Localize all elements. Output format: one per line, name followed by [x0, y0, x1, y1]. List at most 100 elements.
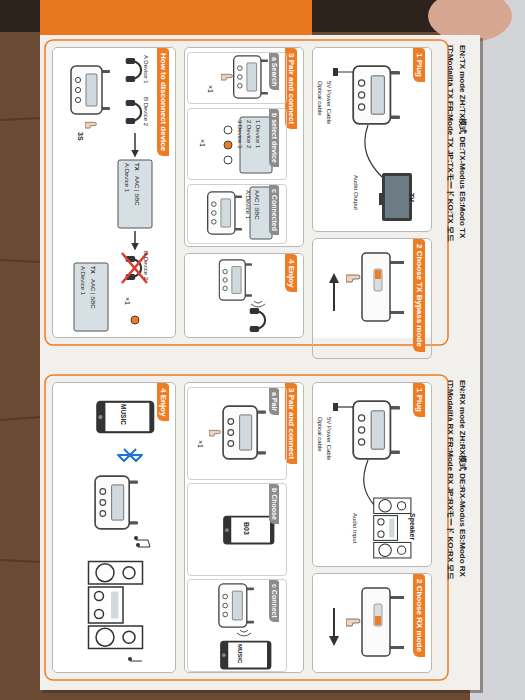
mode-heading: IT:Modalità RX FR:Mode RX JP:RXモード KO:RX… — [445, 380, 454, 580]
illustration-part — [126, 58, 141, 82]
step-heading: a Search — [269, 53, 279, 90]
step-panel: 3 Pair and connecta Searchb select devic… — [184, 47, 304, 247]
sub-step-panel: b Choose — [187, 483, 287, 576]
part-label: AAC | SBC — [253, 190, 260, 220]
illustration-part — [221, 74, 232, 80]
part-label: Optical cable — [316, 81, 323, 116]
step-heading: 2 Choose TX Bypass mode — [413, 239, 425, 352]
label-holder: EN:RX mode ZH:RX模式 DE:RX-Modus ES:Modo R… — [456, 380, 474, 577]
part-label: Audio Input — [351, 513, 358, 543]
mode-heading: EN:TX mode ZH:TX模式 DE:TX-Modus ES:Modo T… — [457, 45, 466, 238]
label-holder: 5V Power Cable — [323, 417, 341, 460]
step-heading: 1 Plug — [413, 48, 425, 82]
label-holder: 3 Device 3 — [234, 120, 252, 148]
illustration-part — [240, 117, 272, 173]
label-holder: EN:TX mode ZH:TX模式 DE:TX-Modus ES:Modo T… — [456, 45, 474, 238]
step-panel: How to disconnect device — [52, 47, 176, 338]
illustration-part — [134, 231, 136, 249]
illustration-part — [375, 616, 381, 625]
illustration-part — [338, 406, 353, 407]
label-holder: A:Device 1 — [242, 190, 260, 219]
label-holder: MUSIC — [117, 404, 135, 425]
illustration-part — [136, 543, 140, 547]
illustration-part — [250, 308, 265, 332]
orange-cover-flap — [40, 0, 312, 40]
illustration-part — [364, 460, 374, 505]
illustration-part — [374, 604, 382, 626]
illustration-part — [52, 47, 176, 338]
step-heading: b select device — [269, 109, 279, 167]
illustration-part — [312, 47, 432, 232]
part-label: 3 Device 3 — [236, 120, 243, 148]
label-holder: 5V Power Cable — [323, 81, 341, 124]
guide-card: 1 Plug 2 Choose TX Bypass mode 3 Pair and … — [40, 35, 480, 690]
part-label: 3S — [76, 132, 84, 141]
illustration-part — [184, 253, 304, 338]
part-label: ×1 — [196, 440, 204, 448]
part-label: Audio Output — [352, 175, 359, 210]
illustration-part — [333, 68, 338, 76]
illustration-part — [251, 301, 265, 307]
label-holder: Audio Input — [349, 513, 367, 543]
illustration-part — [362, 588, 390, 656]
rx-plug-illustration — [333, 401, 411, 558]
illustration-part — [385, 176, 409, 218]
label-holder: IT:Modalità RX FR:Mode RX JP:RXモード KO:RX… — [444, 380, 462, 580]
illustration-part — [379, 193, 382, 205]
tx-mode-switch-illustration — [334, 253, 404, 321]
label-holder: ×1 — [204, 85, 222, 93]
illustration-part — [312, 382, 432, 567]
illustration-part — [134, 536, 138, 540]
label-holder: A Device 1 — [140, 55, 158, 84]
illustration-part — [333, 275, 335, 311]
illustration-part — [126, 100, 141, 124]
part-label: MUSIC — [120, 404, 127, 425]
label-holder: AAC | SBC — [251, 190, 269, 220]
illustration-part — [209, 430, 220, 436]
rx-pair-illustration — [209, 406, 274, 669]
tx-plug-illustration — [333, 66, 412, 221]
illustration-part — [219, 584, 254, 627]
step-heading: 4 Enjoy — [157, 383, 169, 421]
illustration-part — [333, 608, 335, 644]
part-label: 5V Power Cable — [325, 417, 332, 460]
step-panel: 2 Choose RX mode — [312, 573, 432, 673]
part-label: AAC | SBC — [133, 176, 140, 206]
part-label: B03 — [242, 522, 250, 535]
label-holder: AAC | SBC — [131, 176, 149, 206]
illustration-part — [338, 71, 353, 72]
part-label: AAC | SBC — [89, 279, 96, 309]
label-holder: ×1 — [121, 297, 139, 305]
label-holder: B Device 2 — [140, 97, 158, 126]
step-panel: 4 Enjoy — [52, 382, 176, 673]
illustration-part — [85, 122, 96, 128]
illustration-part — [224, 141, 232, 149]
part-label: TV — [407, 193, 415, 202]
part-label: A:Device 1 — [79, 266, 86, 295]
part-label: ×1 — [206, 85, 214, 93]
part-label: B Device 2 — [142, 97, 149, 126]
illustration-part — [208, 192, 242, 234]
tx-pair-illustration — [208, 56, 272, 239]
label-holder: B03 — [240, 522, 258, 535]
card-ground — [40, 35, 480, 690]
step-heading: 3 Pair and connect — [285, 383, 297, 464]
wood-grain — [0, 118, 40, 562]
illustration-part — [353, 66, 400, 124]
step-heading: 1 Plug — [413, 383, 425, 417]
step-heading: a Pair — [269, 388, 279, 415]
illustration-part — [130, 661, 142, 662]
illustration-part — [118, 160, 152, 228]
label-holder: ×1 — [196, 139, 214, 147]
illustration-part — [365, 125, 382, 177]
label-holder: 3S — [74, 132, 92, 141]
part-label: ×1 — [198, 139, 206, 147]
label-holder: TX — [131, 163, 149, 171]
illustration-part — [95, 476, 138, 529]
illustration-part — [128, 657, 132, 661]
label-holder: A:Device 1 — [121, 163, 139, 192]
mode-heading: EN:RX mode ZH:RX模式 DE:RX-Modus ES:Modo R… — [457, 380, 466, 577]
rx-enjoy-illustration — [89, 401, 155, 661]
illustration-part — [223, 516, 274, 545]
label-holder: 2 Device 2 — [243, 120, 261, 148]
